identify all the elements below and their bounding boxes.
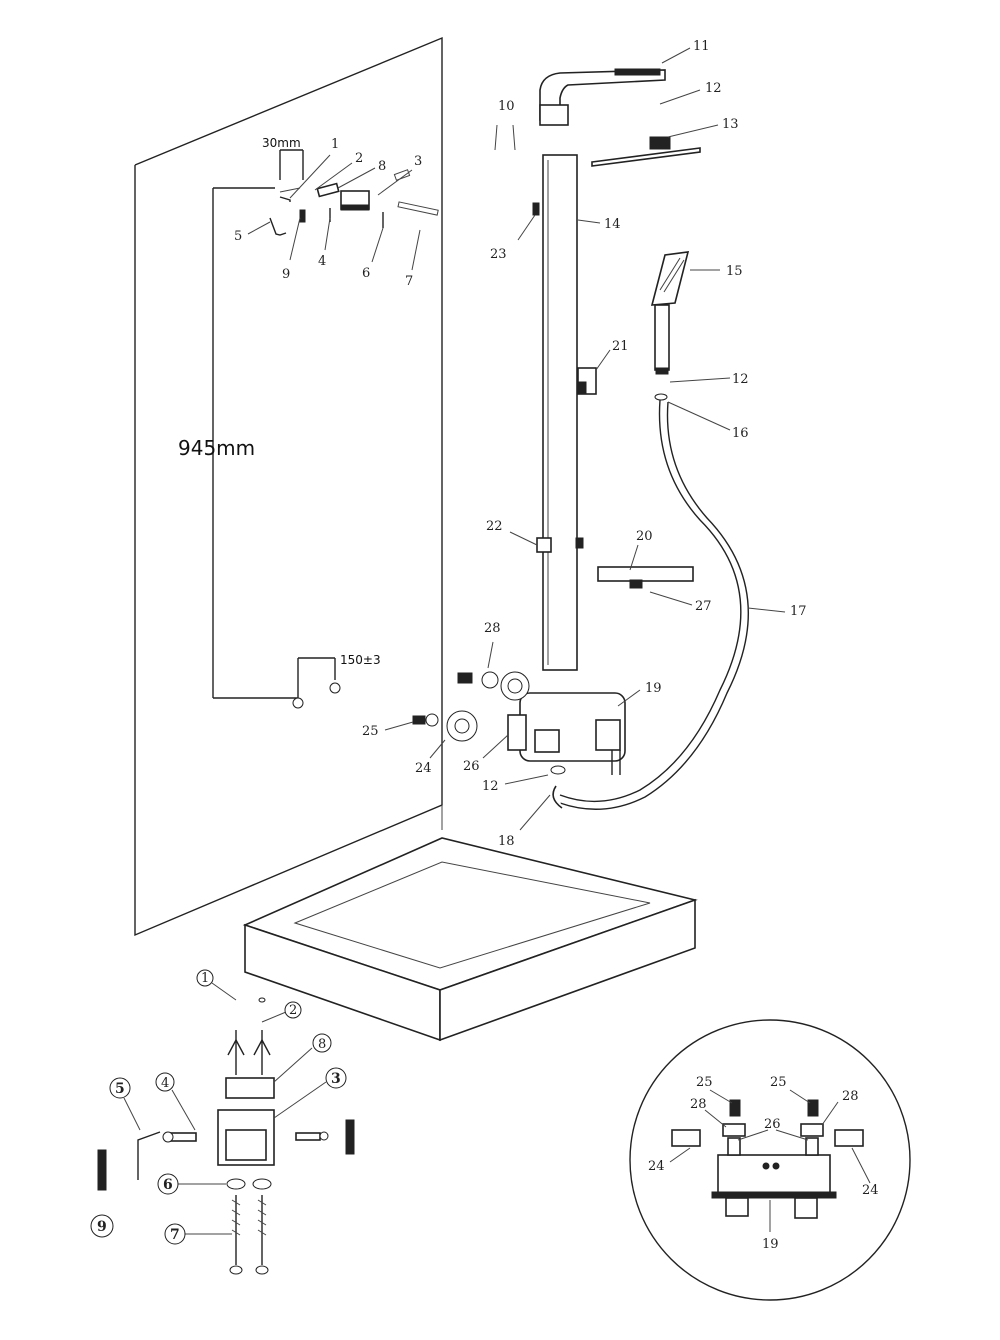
callout-15: 15 (726, 264, 743, 279)
wall-outline (134, 36, 443, 937)
callout-9: 9 (282, 267, 290, 282)
callout-8: 8 (378, 159, 386, 174)
callout-11: 11 (693, 39, 710, 54)
valve-callout-28-right: 28 (842, 1089, 859, 1104)
callout-4: 4 (318, 254, 326, 269)
valve-callout-19: 19 (762, 1237, 779, 1252)
offset-dimension-label: 30mm (262, 136, 301, 150)
callout-24: 24 (415, 761, 432, 776)
callout-12: 12 (705, 81, 722, 96)
dimension-30mm: 30mm (262, 136, 304, 180)
valve-callout-28-left: 28 (690, 1097, 707, 1112)
callout-20: 20 (636, 529, 653, 544)
callout-12c: 12 (482, 779, 499, 794)
valve-callout-24-left: 24 (648, 1159, 665, 1174)
detail-callout-7: 7 (170, 1227, 180, 1243)
callout-7: 7 (405, 274, 413, 289)
leader-lines (247, 47, 786, 831)
callout-26: 26 (463, 759, 480, 774)
mixer-valve-19 (507, 692, 626, 775)
escutcheon-28 (457, 671, 530, 701)
detail-callout-9: 9 (97, 1219, 107, 1235)
callout-labels: 11 12 13 10 14 23 15 21 12 16 22 20 27 1… (234, 39, 807, 849)
callout-23: 23 (490, 247, 507, 262)
bracket-detail: 1 2 8 3 5 4 6 7 9 (90, 969, 355, 1275)
detail-callout-4: 4 (161, 1076, 169, 1091)
hand-shower (650, 251, 690, 375)
dimension-945: 945mm (178, 187, 298, 699)
spacing-dimension-label: 150±3 (340, 653, 381, 667)
wall-bracket-mini (269, 169, 439, 236)
shower-column (542, 154, 578, 671)
callout-3: 3 (414, 154, 422, 169)
callout-5: 5 (234, 229, 242, 244)
callout-25: 25 (362, 724, 379, 739)
callout-12b: 12 (732, 372, 749, 387)
detail-callout-6: 6 (163, 1177, 173, 1193)
shower-arm (539, 68, 666, 126)
callout-14: 14 (604, 217, 621, 232)
callout-21: 21 (612, 339, 629, 354)
height-dimension-label: 945mm (178, 436, 255, 460)
callout-28: 28 (484, 621, 501, 636)
detail-callout-2: 2 (289, 1003, 297, 1018)
callout-18: 18 (498, 834, 515, 849)
callout-1: 1 (331, 137, 339, 152)
shower-hose (559, 393, 749, 810)
valve-callout-26: 26 (764, 1117, 781, 1132)
escutcheon-24 (412, 710, 478, 742)
rain-head (591, 136, 701, 167)
detail-callout-8: 8 (318, 1037, 326, 1052)
detail-callout-5: 5 (115, 1081, 125, 1097)
dimension-150: 150±3 (292, 653, 381, 709)
shower-tray (242, 837, 698, 1042)
holder-21 (577, 367, 597, 395)
detail-callout-1: 1 (201, 971, 209, 986)
shelf-20 (597, 566, 694, 589)
callout-2: 2 (355, 151, 363, 166)
callout-22: 22 (486, 519, 503, 534)
callout-10: 10 (498, 99, 515, 114)
callout-6: 6 (362, 266, 370, 281)
valve-detail: 25 25 28 28 26 24 24 19 (629, 1019, 911, 1301)
callout-19: 19 (645, 681, 662, 696)
callout-16: 16 (732, 426, 749, 441)
callout-27: 27 (695, 599, 712, 614)
callout-13: 13 (722, 117, 739, 132)
valve-callout-25-left: 25 (696, 1075, 713, 1090)
callout-17: 17 (790, 604, 807, 619)
hose-elbow-18 (550, 765, 566, 809)
valve-callout-25-right: 25 (770, 1075, 787, 1090)
valve-callout-24-right: 24 (862, 1183, 879, 1198)
detail-callout-3: 3 (331, 1071, 341, 1087)
